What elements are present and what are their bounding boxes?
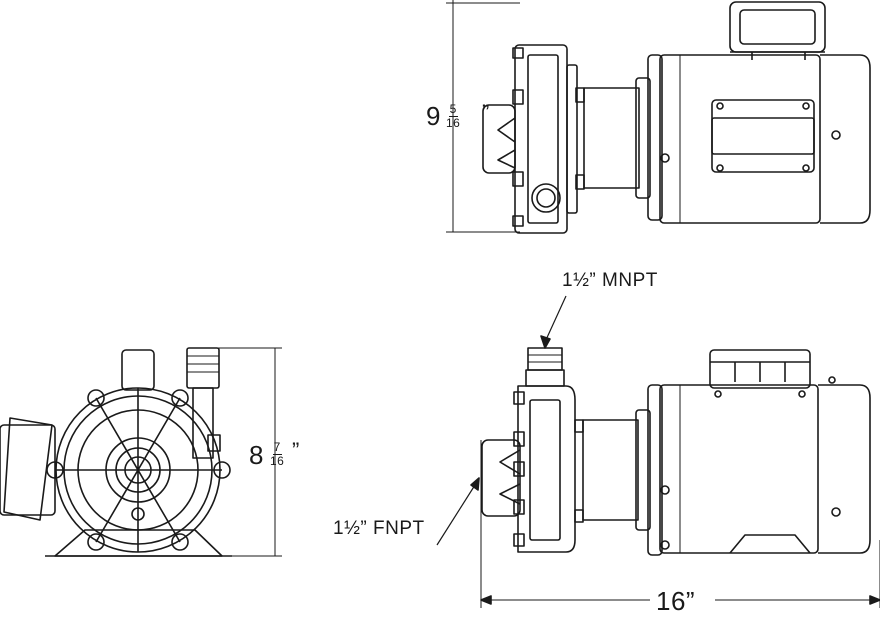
height-side-dimension: 8 [249, 440, 264, 471]
height-top-denominator: 16 [446, 116, 461, 130]
height-top-whole: 9 [426, 101, 441, 131]
outlet-callout: 1½” MNPT [562, 270, 658, 291]
inlet-callout: 1½” FNPT [333, 518, 425, 539]
height-side-denominator: 16 [270, 454, 285, 468]
length-unit: ” [685, 586, 696, 616]
side-view [436, 295, 880, 608]
height-top-dimension: 9 [426, 101, 441, 132]
height-top-numerator: 5 [448, 102, 458, 117]
length-dimension: 16” [656, 586, 695, 617]
height-side-unit: ” [292, 438, 300, 463]
top-view [446, 0, 871, 234]
height-top-fraction: 5 16 [446, 103, 460, 130]
length-value: 16 [656, 586, 686, 616]
height-side-fraction: 7 16 [270, 441, 284, 468]
height-top-unit: ” [482, 100, 490, 125]
height-side-numerator: 7 [272, 440, 282, 455]
end-view [0, 347, 282, 557]
height-side-whole: 8 [249, 440, 264, 470]
